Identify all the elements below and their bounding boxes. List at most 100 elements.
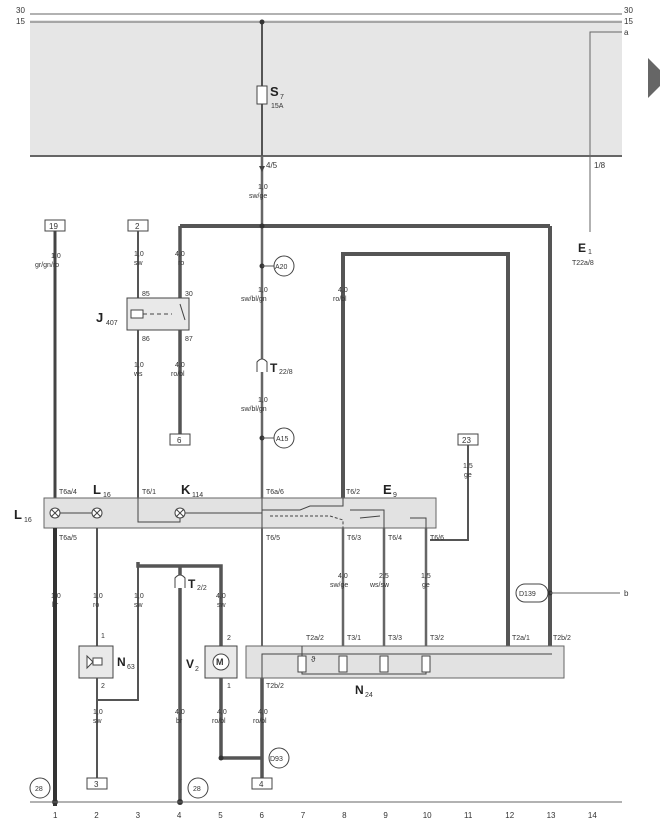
arrow-icon [259,166,265,172]
w-swblgn1-2: sw/bl/gn [241,296,267,303]
valve-n63-coil-icon [92,657,103,666]
k114-feed [137,498,181,523]
w-ws-2: ws [133,371,143,378]
column-number: 6 [260,811,265,820]
label-t22-sub: 22/8 [279,369,293,376]
fuse-sub: 7 [280,94,284,101]
pin-t31: T3/1 [347,635,361,642]
label-v2: V [186,657,194,671]
pin-t2a1: T2a/1 [512,635,530,642]
label-j407: J [96,310,103,325]
w-wssw-2: ws/sw [369,582,390,589]
w-ws-1: 1,0 [134,362,144,369]
fuse-panel [30,20,622,156]
label-a-right: a [624,28,629,37]
pin-t63: T6/3 [347,535,361,542]
label-l16b: L [93,482,101,497]
w2-2: sw [134,260,144,267]
terminal-4 [251,777,273,790]
label-j407-sub: 407 [106,320,118,327]
terminal-2-label: 2 [135,222,140,231]
label-v2-sub: 2 [195,666,199,673]
rail-junction [259,19,265,25]
n24-internal-bus [261,653,552,678]
wire-ge-23 [430,445,469,541]
w23-2: ge [464,472,472,479]
connector-d93 [268,747,290,769]
pin-t66: T6/6 [430,535,444,542]
column-number: 9 [383,811,388,820]
motor-icon [212,653,230,671]
pin-1-8: 1/8 [594,161,606,170]
connector-t2-icon [174,574,186,588]
pin-n63-1: 1 [101,633,105,640]
junction-d93 [218,755,224,761]
w-robl87-1: 4,0 [175,362,185,369]
connector-d139-label: D139 [519,591,536,598]
switch-contact-5 [410,517,427,528]
label-e1-ref: T22a/8 [572,260,594,267]
pin-t2b2a: T2b/2 [553,635,571,642]
column-number: 11 [464,811,473,820]
w-swge-1: 4,0 [338,573,348,580]
resistor-n24 [245,645,565,679]
column-number: 12 [505,811,514,820]
label-l16b-sub: 16 [103,492,111,499]
relay-switch-icon [179,303,186,321]
pin-v2-1: 1 [227,683,231,690]
terminal-3 [86,777,108,790]
relay-coil-icon [130,309,144,319]
w-br1-1: 1,0 [51,593,61,600]
pin-t61: T6/1 [142,489,156,496]
column-number: 5 [218,811,223,820]
w-robl-mid-2: ro/bl [333,296,347,303]
w-br4-1: 4,0 [175,709,185,716]
pin-87: 87 [185,336,193,343]
column-number: 8 [342,811,347,820]
fuse-s7-icon [256,85,268,105]
w-ge10-1: 1,5 [421,573,431,580]
w-sw5-2: sw [217,602,227,609]
motor-label: M [216,657,224,667]
switch-contact-3 [350,509,385,528]
label-t22: T [270,361,278,375]
w-swblgn1-1: 1,0 [258,287,268,294]
pin-n63-2: 2 [101,683,105,690]
w-ro-2: ro [178,260,184,267]
w-robl5-1: 4,0 [217,709,227,716]
w-main-1: 1,0 [258,184,268,191]
w-sw5-1: 4,0 [216,593,226,600]
pin-v2-2: 2 [227,635,231,642]
w-br1-2: br [52,602,59,609]
lamp-l16a-cross2 [50,508,60,518]
valve-n63-icon [86,654,94,670]
fuse-rating: 15A [271,103,284,110]
pin-t33: T3/3 [388,635,402,642]
label-15: 15 [16,17,25,26]
label-n63: N [117,655,126,669]
thermal-fuse-icon [297,655,307,673]
w-robl87-2: ro/bl [171,371,185,378]
n24-lower-bus [301,672,427,675]
connector-a15-label: A15 [276,436,289,443]
pin-t65: T6/5 [266,535,280,542]
bus-junction [259,223,265,229]
label-e9-sub: 9 [393,492,397,499]
w-robl-mid-1: 4,0 [338,287,348,294]
ground-28b-label: 28 [193,786,201,793]
w-ro2-2: ro [93,602,99,609]
wire-a [589,31,622,156]
lamp-k114-cross2 [175,508,185,518]
w-swge-2: sw/ge [330,582,348,589]
w-main-2: sw/ge [249,193,267,200]
terminal-4-label: 4 [259,780,264,789]
connector-a15 [273,427,295,449]
connector-a20 [273,255,295,277]
w-ge10-2: ge [422,582,430,589]
w-ro2-1: 1,0 [93,593,103,600]
wire-n63-return [96,562,139,701]
w19-2: gr/gn/ro [35,262,59,269]
terminal-19-label: 19 [49,222,58,231]
w-wssw-1: 2,5 [379,573,389,580]
